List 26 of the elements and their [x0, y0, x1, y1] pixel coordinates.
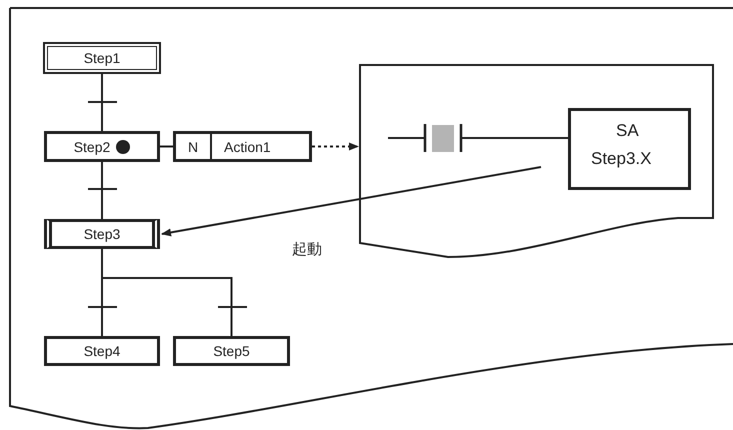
step-label: Step1: [84, 50, 120, 66]
step-box: [44, 131, 160, 162]
step-label: Step3: [84, 226, 120, 242]
coil-label: SA: [616, 121, 639, 141]
action-name: Action1: [224, 138, 271, 154]
connector-line: [101, 73, 103, 131]
step-label: Step4: [84, 343, 120, 359]
connector-line: [101, 249, 232, 336]
connector-line: [465, 137, 568, 139]
arrow: [312, 142, 359, 150]
action-qualifier: N: [188, 138, 198, 154]
arrow: [161, 166, 542, 236]
edge-label: 起動: [290, 240, 324, 259]
step-label: Step5: [213, 343, 250, 359]
step-box: [44, 219, 160, 249]
coil-box: [568, 108, 691, 190]
connector-line: [160, 146, 173, 148]
initial-step-box: [44, 43, 160, 73]
connector-line: [101, 162, 103, 219]
page-frame: [8, 6, 733, 430]
action-box: [173, 131, 312, 162]
step-box: [173, 336, 290, 366]
step-box: [44, 336, 160, 366]
coil-label: Step3.X: [591, 149, 652, 169]
contact-symbol: [386, 122, 465, 154]
step-label: Step2: [74, 138, 110, 154]
